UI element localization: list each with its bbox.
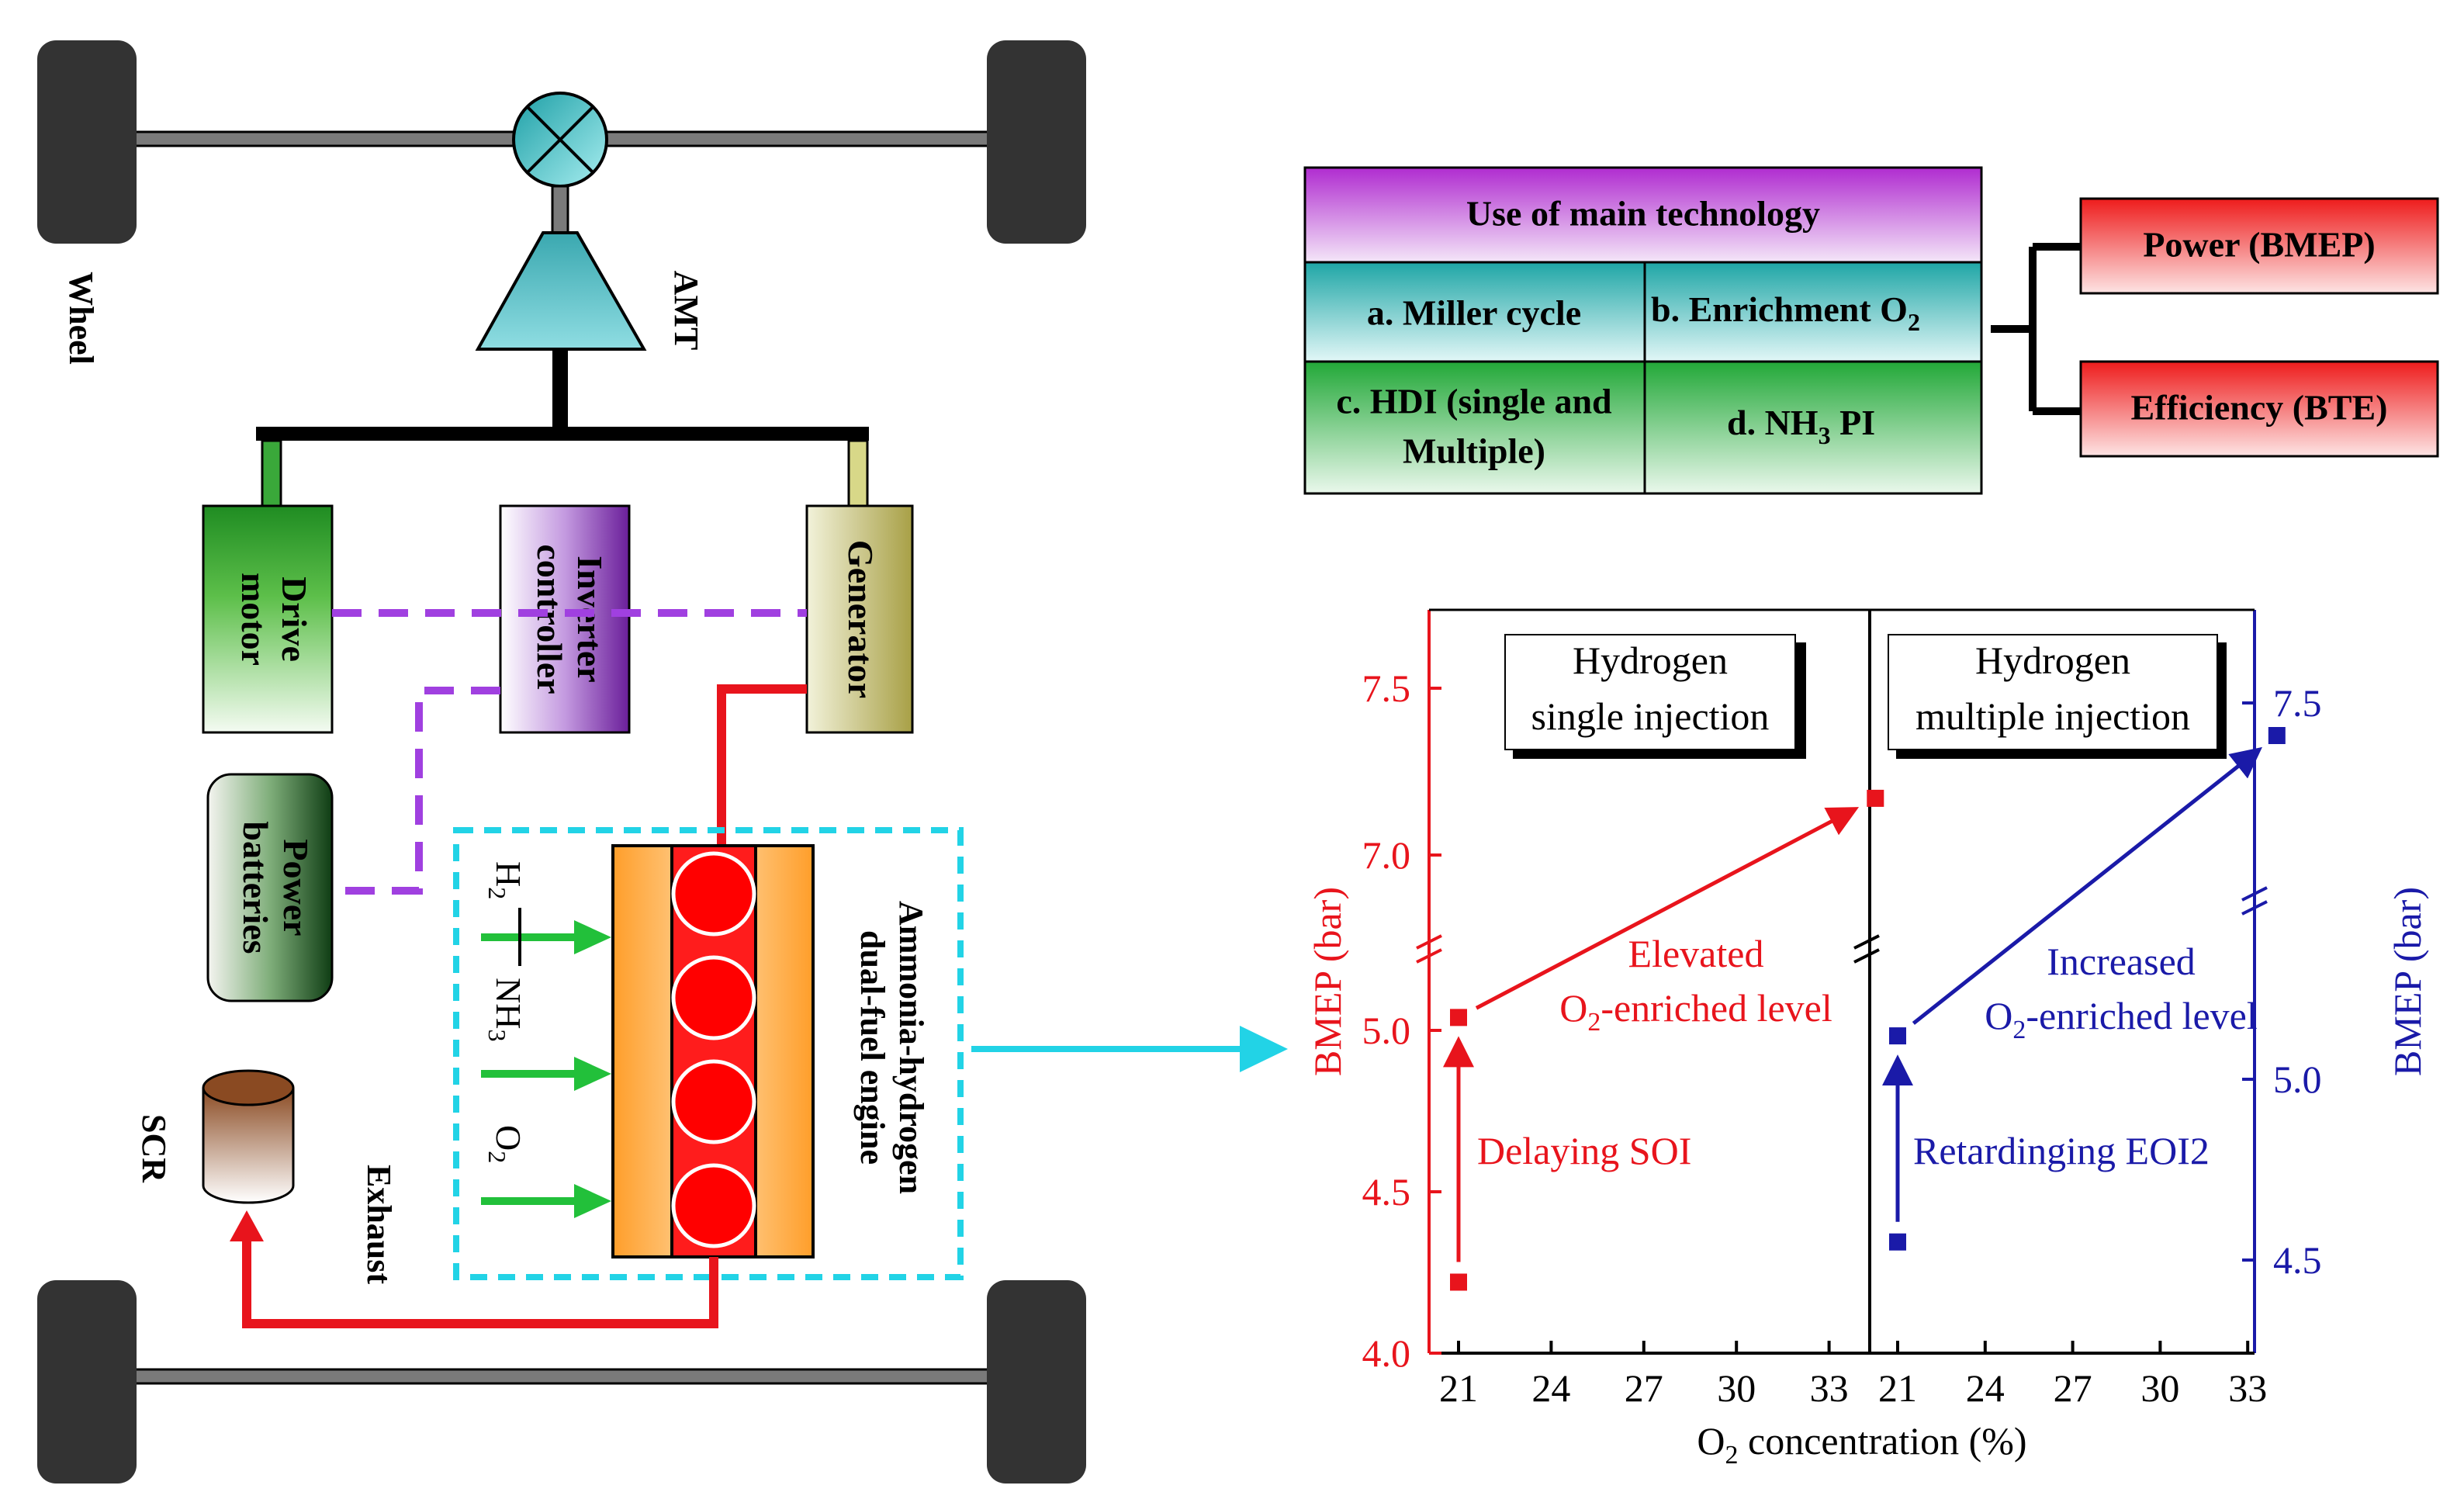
front-left-wheel-icon xyxy=(37,40,137,244)
legend-single-line2: single injection xyxy=(1531,694,1770,738)
cylinder-4-icon xyxy=(671,1163,756,1248)
annotation-retarding-eoi2: Retardinging EOI2 xyxy=(1913,1129,2210,1172)
axis-break-marks xyxy=(1416,886,2268,964)
y-tick-label-0-1: 4.5 xyxy=(1362,1170,1411,1213)
x-tick-label-1-0: 21 xyxy=(1878,1366,1917,1410)
data-point-1-0 xyxy=(1889,1233,1906,1251)
bmep-chart: BMEP (bar) BMEP (bar) O2 concentration (… xyxy=(1306,608,2429,1470)
rear-right-wheel-icon xyxy=(987,1280,1086,1483)
drive-motor-box xyxy=(202,504,334,734)
y-tick-label-1-0: 4.5 xyxy=(2273,1238,2322,1282)
technology-table: Use of main technology a. Miller cycle b… xyxy=(1303,166,2439,495)
x-tick-label-1-1: 24 xyxy=(1966,1366,2005,1410)
trend-arrow-1-1 xyxy=(1912,746,2262,1025)
scr-icon xyxy=(202,1069,295,1204)
drivetrain-bus xyxy=(256,427,869,441)
cell-miller-cycle: a. Miller cycle xyxy=(1367,293,1581,333)
amt-label: AMT xyxy=(667,271,705,351)
right-y-label: BMEP (bar) xyxy=(2386,887,2429,1076)
batteries-label-1: Power xyxy=(276,839,316,936)
inverter-controller-box xyxy=(499,504,631,734)
annotation-increased-line2: O2-enriched level xyxy=(1985,994,2258,1044)
outcome-bracket xyxy=(1991,243,2081,415)
legend-single-line1: Hydrogen xyxy=(1573,639,1728,682)
o2-label: O2 xyxy=(483,1125,528,1163)
x-tick-label-0-0: 21 xyxy=(1439,1366,1478,1410)
power-batteries-box xyxy=(206,773,334,1002)
cylinder-2-icon xyxy=(671,955,756,1040)
cell-enrichment-o2: b. Enrichment O2 xyxy=(1651,289,1920,336)
generator-engine-link xyxy=(717,684,807,846)
legend-single-injection: Hydrogen single injection xyxy=(1504,634,1806,759)
electric-link-batteries xyxy=(332,687,500,895)
y-tick-label-1-2: 7.5 xyxy=(2273,681,2322,725)
amt-icon xyxy=(475,231,647,351)
x-tick-label-0-4: 33 xyxy=(1810,1366,1849,1410)
y-tick-label-1-1: 5.0 xyxy=(2273,1058,2322,1101)
legend-multiple-line1: Hydrogen xyxy=(1975,639,2130,682)
annotation-elevated-line2: O2-enriched level xyxy=(1559,986,1832,1037)
cell-hdi-line1: c. HDI (single and xyxy=(1336,382,1612,421)
h2-label: H2 xyxy=(483,861,528,899)
vehicle-schematic: AMT Wheel Drive motor Inverter controlle… xyxy=(37,40,1288,1483)
inverter-label-2: controller xyxy=(530,544,569,694)
y-tick-label-0-2: 5.0 xyxy=(1362,1009,1411,1052)
data-point-0-1 xyxy=(1450,1009,1467,1027)
data-point-1-2 xyxy=(2268,727,2286,744)
x-tick-label-1-4: 33 xyxy=(2228,1366,2267,1410)
exhaust-pipe xyxy=(242,1238,718,1328)
x-axis-label: O2 concentration (%) xyxy=(1697,1419,2026,1470)
engine-to-chart-arrowhead xyxy=(1240,1026,1288,1072)
data-point-0-2 xyxy=(1867,789,1884,807)
annotation-elevated-line1: Elevated xyxy=(1628,932,1764,975)
left-y-label: BMEP (bar) xyxy=(1306,887,1349,1076)
data-point-1-1 xyxy=(1889,1027,1906,1045)
cell-nh3-pi: d. NH3 PI xyxy=(1727,403,1875,449)
fuel-input-arrows xyxy=(481,920,611,1218)
rear-left-wheel-icon xyxy=(37,1280,137,1483)
table-header: Use of main technology xyxy=(1466,194,1820,234)
legend-multiple-injection: Hydrogen multiple injection xyxy=(1888,634,2227,759)
outcome-power-box xyxy=(2079,197,2439,295)
batteries-label-2: batteries xyxy=(236,821,275,954)
outcome-efficiency: Efficiency (BTE) xyxy=(2131,388,2388,428)
drive-motor-label-1: Drive xyxy=(275,576,314,662)
outcome-efficiency-box xyxy=(2079,360,2439,458)
x-tick-label-0-2: 27 xyxy=(1625,1366,1663,1410)
chart-marks: 4.0 4.5 5.0 7.0 7.5 21 24 27 30 33 4.5 5.0 7.5 21 24 27… xyxy=(1362,666,2322,1410)
y-tick-label-0-3: 7.0 xyxy=(1362,833,1411,877)
exhaust-arrowhead xyxy=(230,1210,264,1241)
scr-label: SCR xyxy=(135,1114,173,1183)
engine-boundary xyxy=(453,827,964,1280)
legend-multiple-line2: multiple injection xyxy=(1915,694,2190,738)
exhaust-label: Exhaust xyxy=(360,1165,398,1284)
cell-hdi-line2: Multiple) xyxy=(1403,431,1545,471)
wheel-label: Wheel xyxy=(62,272,100,365)
cylinder-1-icon xyxy=(671,851,756,936)
y-tick-label-0-4: 7.5 xyxy=(1362,666,1411,710)
generator-label: Generator xyxy=(841,540,881,698)
generator-box xyxy=(805,504,914,734)
cylinder-3-icon xyxy=(671,1059,756,1144)
x-tick-label-0-1: 24 xyxy=(1531,1366,1570,1410)
trend-arrow-0-1 xyxy=(1475,807,1860,1010)
x-tick-label-0-3: 30 xyxy=(1717,1366,1756,1410)
drive-motor-label-2: motor xyxy=(234,573,274,666)
x-tick-label-1-2: 27 xyxy=(2054,1366,2092,1410)
data-point-0-0 xyxy=(1450,1273,1467,1291)
nh3-label: NH3 xyxy=(483,978,528,1041)
x-tick-label-1-3: 30 xyxy=(2140,1366,2179,1410)
annotation-delaying-soi: Delaying SOI xyxy=(1477,1129,1691,1172)
y-tick-label-0-0: 4.0 xyxy=(1362,1331,1411,1375)
annotation-increased-line1: Increased xyxy=(2047,940,2196,983)
inverter-label-1: Inverter xyxy=(570,556,610,682)
front-right-wheel-icon xyxy=(987,40,1086,244)
outcome-power: Power (BMEP) xyxy=(2143,225,2375,265)
rear-axle xyxy=(130,1368,1002,1385)
engine-label-2: dual-fuel engine xyxy=(853,930,891,1165)
engine-label-1: Ammonia-hydrogen xyxy=(892,901,930,1194)
